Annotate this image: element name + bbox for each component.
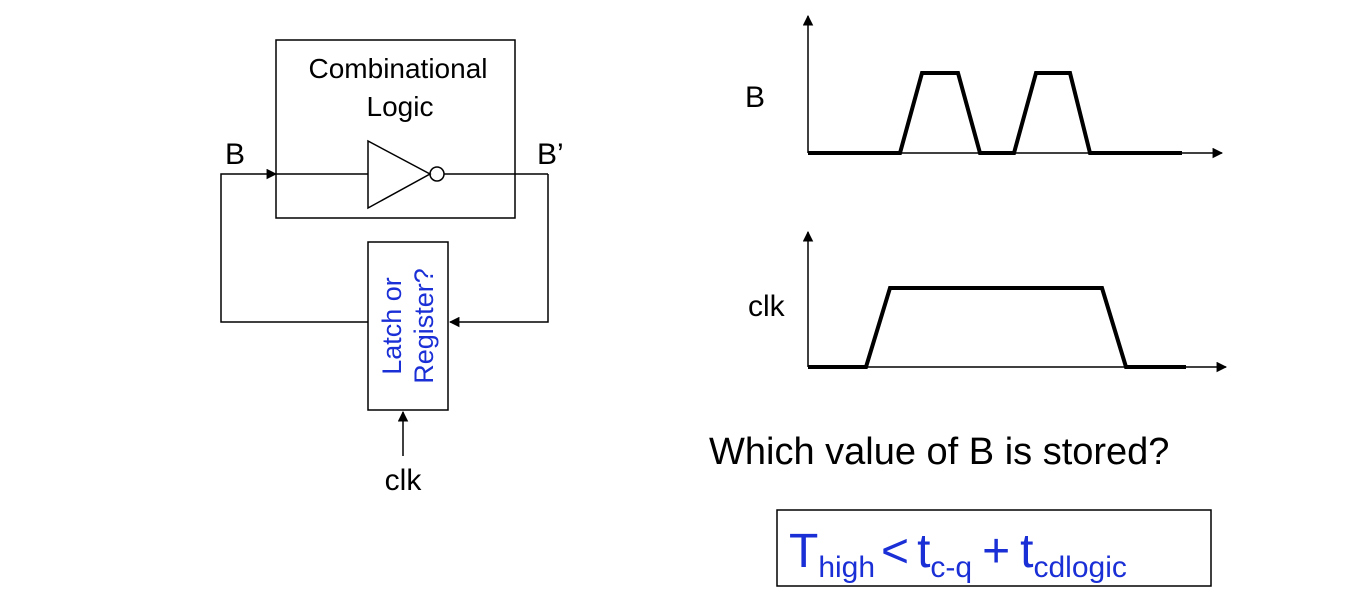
feedback-wire-right <box>448 174 549 328</box>
timing-constraint-equation: Thigh<tc-q+tcdlogic <box>776 509 1212 587</box>
equation-text: Thigh<tc-q+tcdlogic <box>789 525 1127 584</box>
waveform-b: B <box>745 14 1224 159</box>
question-text: Which value of B is stored? <box>709 431 1169 473</box>
block-title-line1: Combinational <box>309 53 488 84</box>
storage-label-line2: Register? <box>409 268 439 384</box>
latch-or-register-block <box>367 241 449 411</box>
equation-box <box>776 509 1212 587</box>
output-label-b-prime: B’ <box>537 138 564 171</box>
combinational-logic-block <box>275 39 516 219</box>
feedback-wire-left <box>220 168 368 323</box>
waveform-b-label: B <box>745 81 765 114</box>
waveform-clk: clk <box>748 230 1228 373</box>
circuit-schematic: Combinational Logic B B’ Latch or Regist… <box>220 39 564 497</box>
block-title-line2: Logic <box>367 91 434 122</box>
waveform-b-trace <box>808 71 1182 155</box>
waveform-clk-trace <box>808 286 1186 369</box>
storage-label-line1: Latch or <box>377 277 407 375</box>
clock-input-label: clk <box>385 464 423 497</box>
waveform-clk-label: clk <box>748 290 786 323</box>
input-label-b: B <box>225 138 245 171</box>
inverter-gate-icon <box>367 139 445 210</box>
